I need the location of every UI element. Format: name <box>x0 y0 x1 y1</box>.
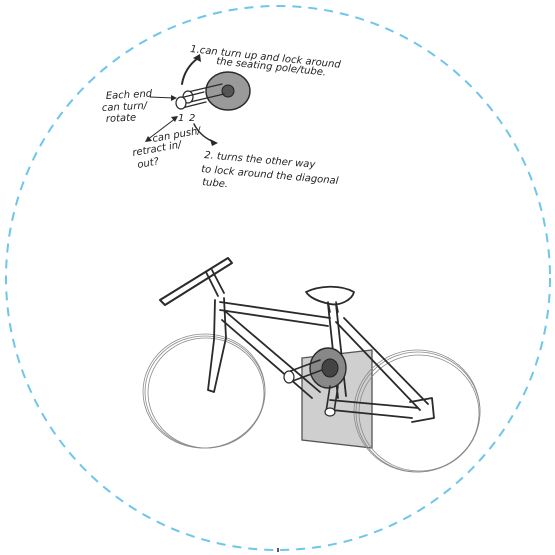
note-each-line3: rotate <box>106 112 137 125</box>
front-wheel <box>138 329 269 453</box>
bike-handlebar <box>160 258 232 305</box>
dashed-circle-frame <box>6 6 550 550</box>
bike-mount-hub-inner <box>322 359 338 377</box>
bike-mount-arm-upper-end <box>284 371 294 383</box>
mount-hub-center <box>222 85 234 97</box>
label-num-1: 1 <box>178 113 184 124</box>
mount-arm-2-end <box>176 97 186 109</box>
bike-stem <box>206 270 224 296</box>
label-num-2: 2 <box>189 113 195 124</box>
note-each-line2: can turn/ <box>102 101 149 114</box>
each-end-pointer <box>150 97 174 98</box>
rotate-up-arrow <box>182 58 198 84</box>
note-push-line3: out? <box>137 156 161 171</box>
bike-mounted-sketch <box>138 258 484 552</box>
note-2-line3: tube. <box>202 177 229 190</box>
bike-fork <box>208 298 226 392</box>
rotate-down-arrowhead <box>210 139 218 146</box>
mount-detail-sketch: 1.can turn up and lock around the seatin… <box>102 44 342 190</box>
bike-mount-arm-lower-end <box>325 408 335 416</box>
bike-top-tube <box>220 302 330 326</box>
bike-rear-dropout <box>410 398 434 422</box>
bike-saddle <box>306 287 354 305</box>
